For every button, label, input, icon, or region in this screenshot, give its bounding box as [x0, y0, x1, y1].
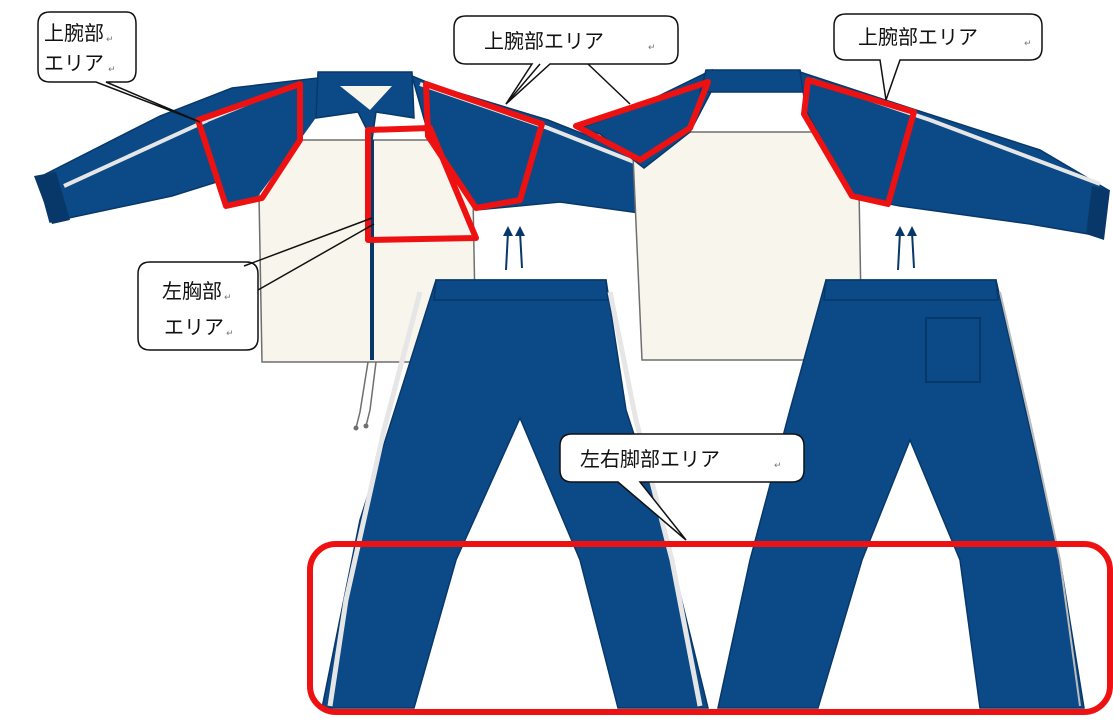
- callout-legs: 左右脚部エリア ↵: [559, 433, 805, 541]
- highlight-back-right-upper-arm: [801, 77, 917, 207]
- back-pocket: [925, 317, 981, 383]
- highlight-back-left-upper-arm: [573, 79, 711, 163]
- back-pants: [717, 226, 1085, 709]
- back-collar: [699, 69, 807, 93]
- front-collar-inner: [340, 86, 392, 110]
- callout-upper-arm-right: 上腕部エリア ↵: [833, 13, 1043, 101]
- front-left-cuff: [34, 172, 70, 224]
- front-pants-shape: [321, 279, 709, 709]
- callout-upper-arm-left-line2: エリア: [44, 51, 104, 75]
- svg-text:↵: ↵: [1024, 39, 1032, 49]
- svg-text:↵: ↵: [648, 43, 656, 53]
- front-pants-waistband: [433, 279, 609, 301]
- svg-text:↵: ↵: [224, 293, 232, 303]
- callout-upper-arm-right-text: 上腕部エリア: [858, 25, 978, 49]
- svg-text:↵: ↵: [226, 329, 234, 339]
- front-drawstring: [355, 361, 377, 429]
- callout-legs-text: 左右脚部エリア: [580, 447, 720, 471]
- back-pants-shape: [717, 279, 1085, 709]
- highlight-left-chest: [365, 125, 479, 243]
- front-pants: [321, 226, 709, 709]
- svg-text:↵: ↵: [106, 35, 114, 45]
- callout-left-chest-line1: 左胸部: [162, 279, 222, 303]
- svg-text:↵: ↵: [108, 65, 116, 75]
- callout-left-chest: 左胸部 ↵ エリア ↵: [137, 217, 375, 351]
- callout-upper-arm-middle: 上腕部エリア ↵: [453, 15, 679, 105]
- callout-upper-arm-left: 上腕部 ↵ エリア ↵: [37, 11, 201, 123]
- highlight-areas: [195, 77, 1113, 715]
- back-right-cuff: [1086, 186, 1110, 240]
- highlight-front-left-upper-arm: [195, 81, 303, 209]
- svg-text:↵: ↵: [774, 461, 782, 471]
- front-left-shoulder: [208, 78, 320, 206]
- back-pants-waistband: [823, 279, 999, 301]
- callout-upper-arm-left-line1: 上腕部: [44, 21, 104, 45]
- callout-left-chest-line2: エリア: [164, 315, 224, 339]
- callout-upper-arm-middle-text: 上腕部エリア: [484, 29, 604, 53]
- highlight-legs: [307, 541, 1113, 715]
